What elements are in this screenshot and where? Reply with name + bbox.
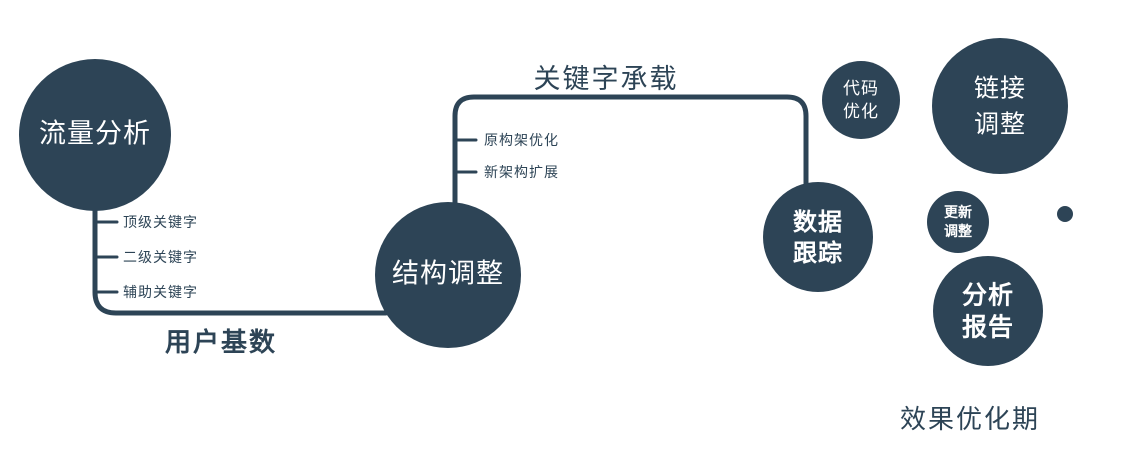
node-update-adjust: 更新 调整 bbox=[927, 191, 989, 253]
branch-new-arch-label: 新架构扩展 bbox=[484, 165, 559, 181]
edge-label-keyword-bearing: 关键字承载 bbox=[534, 64, 679, 95]
node-analysis-report-circle bbox=[933, 256, 1043, 366]
node-link-adjust-label-line1: 链接 bbox=[974, 74, 1026, 103]
edge-label-user-base: 用户基数 bbox=[165, 327, 277, 358]
dot-accent bbox=[1057, 206, 1073, 222]
node-link-adjust-circle bbox=[932, 38, 1068, 174]
node-data-tracking-label-line1: 数据 bbox=[793, 208, 843, 236]
node-analysis-report-label-line1: 分析 bbox=[962, 281, 1014, 310]
footer-phase-label: 效果优化期 bbox=[900, 405, 1040, 435]
node-update-adjust-label-line2: 调整 bbox=[944, 223, 973, 240]
node-link-adjust: 链接 调整 bbox=[932, 38, 1068, 174]
node-link-adjust-label-line2: 调整 bbox=[974, 110, 1026, 139]
node-data-tracking-label-line2: 跟踪 bbox=[793, 239, 843, 267]
node-analysis-report-label-line2: 报告 bbox=[962, 313, 1014, 342]
node-code-optimization: 代码 优化 bbox=[822, 61, 900, 139]
edge-keyword-bearing-line bbox=[452, 94, 809, 206]
node-code-optimization-label-line2: 优化 bbox=[843, 102, 879, 122]
node-data-tracking-circle bbox=[763, 182, 873, 292]
node-structure-adjust-circle bbox=[375, 202, 521, 348]
branch-top-keyword-label: 顶级关键字 bbox=[123, 215, 198, 231]
node-data-tracking: 数据 跟踪 bbox=[763, 182, 873, 292]
node-code-optimization-circle bbox=[822, 61, 900, 139]
node-structure-adjust: 结构调整 bbox=[375, 202, 521, 348]
node-traffic-analysis-label: 流量分析 bbox=[39, 119, 151, 150]
node-traffic-analysis-circle bbox=[19, 59, 171, 211]
branch-aux-keyword-label: 辅助关键字 bbox=[123, 285, 198, 301]
node-update-adjust-circle bbox=[927, 191, 989, 253]
node-traffic-analysis: 流量分析 bbox=[19, 59, 171, 211]
node-code-optimization-label-line1: 代码 bbox=[843, 79, 879, 99]
node-analysis-report: 分析 报告 bbox=[933, 256, 1043, 366]
branch-second-keyword-label: 二级关键字 bbox=[123, 250, 198, 266]
node-structure-adjust-label: 结构调整 bbox=[392, 259, 504, 290]
branch-orig-arch-label: 原构架优化 bbox=[484, 133, 559, 149]
node-update-adjust-label-line1: 更新 bbox=[944, 204, 972, 221]
